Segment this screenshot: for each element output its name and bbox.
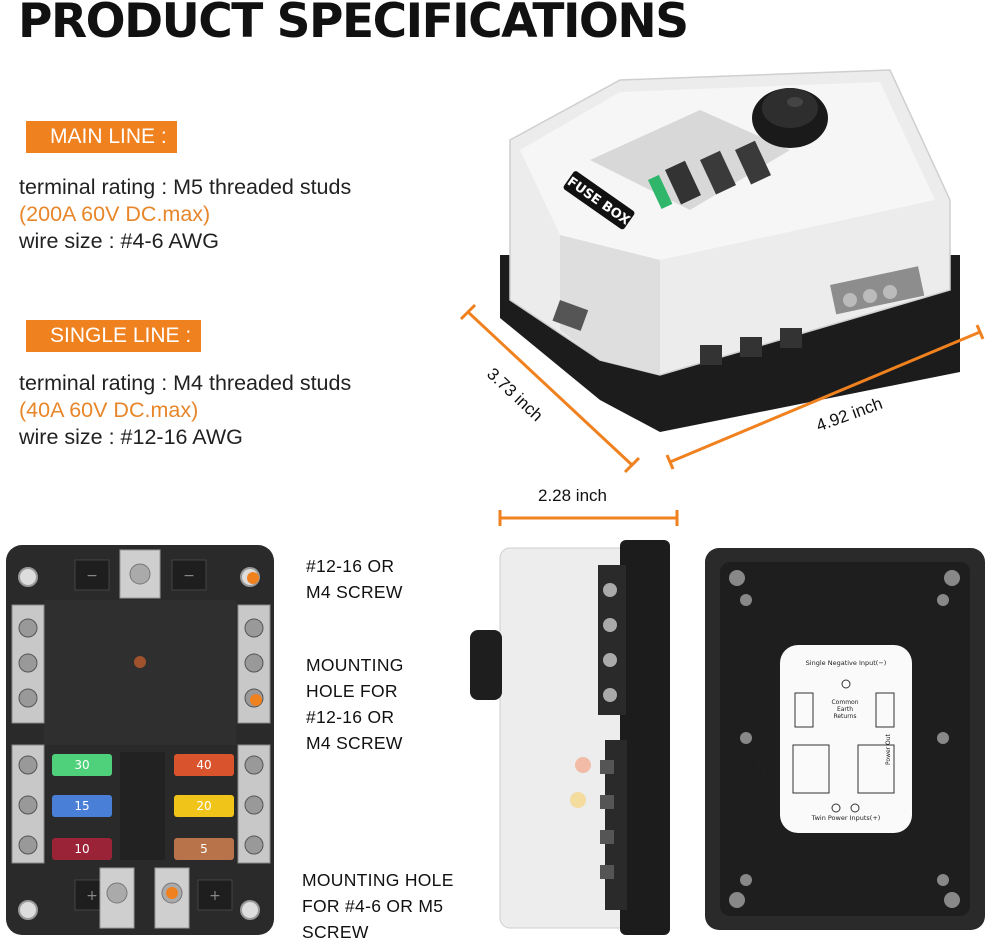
single-line-terminal-rating: terminal rating : M4 threaded studs [19, 371, 352, 395]
callout-screw-top: #12-16 OR M4 SCREW [306, 556, 403, 602]
main-line-max-rating: (200A 60V DC.max) [19, 202, 211, 226]
page-title: PRODUCT SPECIFICATIONS [18, 0, 689, 49]
fuse-30: 30 [52, 754, 112, 776]
main-line-terminal-rating: terminal rating : M5 threaded studs [19, 175, 352, 199]
svg-text:+: + [209, 888, 221, 904]
svg-text:−: − [183, 568, 195, 584]
single-line-badge: SINGLE LINE : [26, 320, 202, 352]
back-label-common: Common Earth Returns [831, 699, 859, 720]
fuse-label: 15 [52, 795, 112, 817]
fuse-10: 10 [52, 838, 112, 860]
fuse-label: 20 [174, 795, 234, 817]
back-label-power-in: Power In [754, 760, 768, 779]
fuse-5: 5 [174, 838, 234, 860]
main-line-wire-size: wire size : #4-6 AWG [19, 229, 219, 253]
back-label-power-out: Power Out [885, 734, 892, 765]
fuse-40: 40 [174, 754, 234, 776]
single-line-max-rating: (40A 60V DC.max) [19, 398, 199, 422]
fuse-label: 10 [52, 838, 112, 860]
main-line-badge: MAIN LINE : [26, 121, 177, 153]
back-label-single-negative: Single Negative Input(−) [805, 659, 887, 667]
svg-text:+: + [86, 888, 98, 904]
fuse-20: 20 [174, 795, 234, 817]
fuse-label: 40 [174, 754, 234, 776]
height-dimension-label: 2.28 inch [538, 486, 607, 505]
back-label-twin-power: Twin Power Inputs(+) [811, 814, 881, 822]
fuse-15: 15 [52, 795, 112, 817]
fuse-label: 30 [52, 754, 112, 776]
svg-text:−: − [86, 568, 98, 584]
single-line-wire-size: wire size : #12-16 AWG [19, 425, 243, 449]
main-line-spec: terminal rating : M5 threaded studs (200… [19, 174, 351, 255]
callout-mounting-hole-large: MOUNTING HOLE FOR #4-6 OR M5 SCREW [302, 870, 454, 942]
callout-mounting-hole-small: MOUNTING HOLE FOR #12-16 OR M4 SCREW [306, 655, 404, 753]
single-line-spec: terminal rating : M4 threaded studs (40A… [19, 370, 351, 451]
fuse-label: 5 [174, 838, 234, 860]
